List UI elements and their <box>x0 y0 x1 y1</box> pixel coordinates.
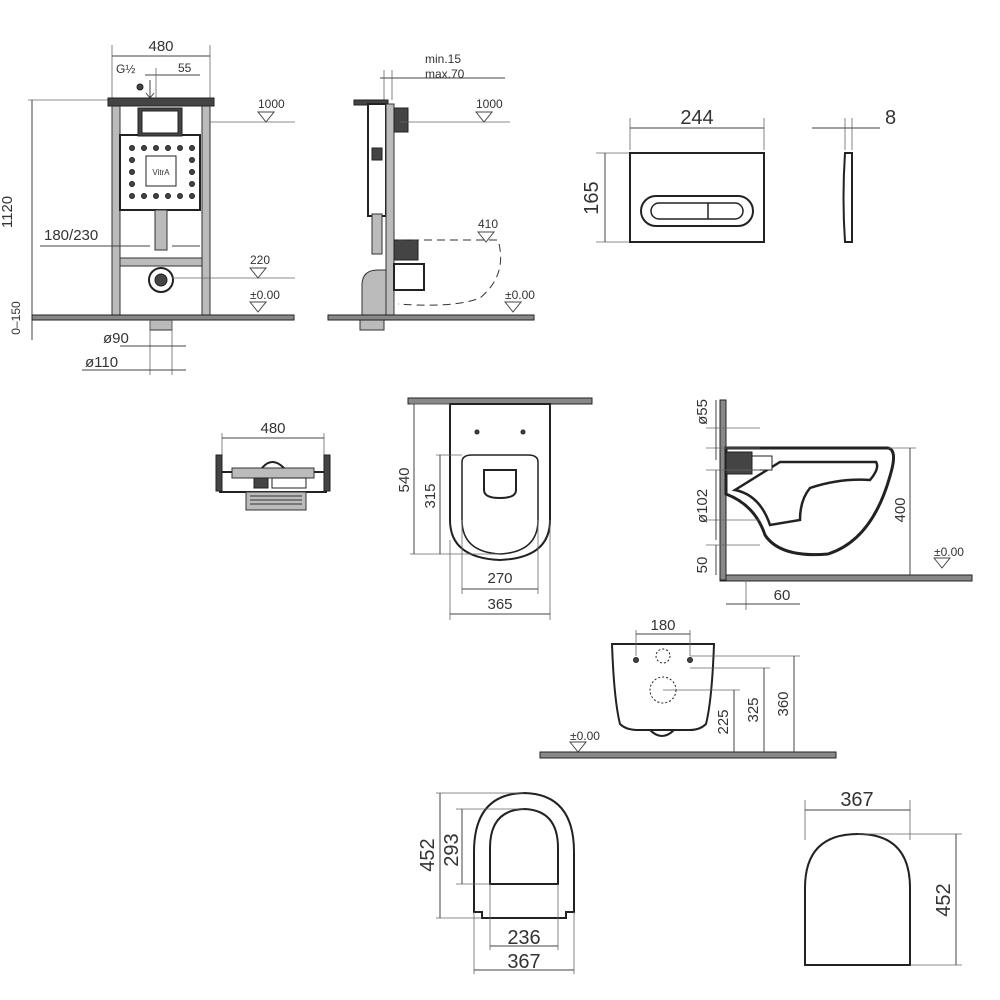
depth-min-label: min.15 <box>425 52 461 66</box>
bowl-length-label: 540 <box>396 467 413 492</box>
bowl-rear-outline <box>610 643 716 731</box>
pipe-inner-label: ø90 <box>103 330 129 347</box>
pipe-outer-label: ø110 <box>85 354 118 371</box>
seat-ring-view: 452 293 236 367 <box>417 791 575 974</box>
level-mid-label: 220 <box>250 253 270 267</box>
level-marker-icon <box>248 301 268 313</box>
thread-label: G½ <box>116 62 135 76</box>
bolt-spacing-label: 180/230 <box>44 227 98 244</box>
flush-pipe <box>154 209 168 251</box>
depth-max-label: max.70 <box>425 67 465 81</box>
floor-line <box>539 751 837 759</box>
seat-outline <box>461 454 539 555</box>
level-marker-icon <box>476 231 496 243</box>
floor-line <box>31 314 295 321</box>
flush-button-outer <box>640 195 754 227</box>
seat-cover-outline <box>804 832 911 966</box>
rear-height-3-label: 360 <box>775 691 792 716</box>
frame-top-view: 480 <box>215 420 331 511</box>
plate-thickness-label: 8 <box>885 107 896 129</box>
seat-ring-opening <box>489 807 559 885</box>
bowl-offset-label: 60 <box>774 587 791 604</box>
bowl-top-view: 540 315 270 365 <box>396 397 593 620</box>
level-floor-label: ±0.00 <box>250 288 280 302</box>
frame-height-label: 1120 <box>0 196 16 228</box>
frame-width-label: 480 <box>148 38 173 55</box>
brand-logo: VitrA <box>152 168 170 177</box>
seat-width-label: 367 <box>507 951 540 973</box>
bowl-section <box>724 446 895 557</box>
drain-connector <box>393 263 425 291</box>
cover-width-label: 367 <box>840 789 873 811</box>
rear-height-1-label: 225 <box>715 709 732 734</box>
offset-label: 55 <box>178 61 192 75</box>
plate-height-label: 165 <box>581 181 603 214</box>
side-level-top-label: 1000 <box>476 97 503 111</box>
seat-length-label: 315 <box>422 483 439 508</box>
floor-range-label: 0–150 <box>9 301 23 335</box>
side-level-floor-label: ±0.00 <box>505 288 535 302</box>
bowl-level-floor-label: ±0.00 <box>934 545 964 559</box>
seat-length-label: 452 <box>417 838 439 871</box>
level-marker-icon <box>474 111 494 123</box>
flush-inlet-icon <box>655 648 671 664</box>
level-marker-icon <box>932 557 952 569</box>
floor-line <box>327 314 535 321</box>
flush-pipe-side <box>371 213 383 255</box>
pipe-diameter-label: ø102 <box>694 489 711 523</box>
bowl-width-label: 365 <box>487 596 512 613</box>
level-marker-icon <box>248 267 268 279</box>
top-width-label: 480 <box>260 420 285 437</box>
level-top-label: 1000 <box>258 97 285 111</box>
frame-left-post <box>111 101 121 317</box>
bowl-trap <box>731 460 879 527</box>
bowl-opening <box>483 469 517 500</box>
rear-level-floor-label: ±0.00 <box>570 729 600 743</box>
cross-bar <box>119 257 203 267</box>
bowl-connector <box>393 239 419 261</box>
bowl-height-label: 400 <box>892 497 909 522</box>
plate-width-label: 244 <box>680 107 713 129</box>
level-marker-icon <box>568 741 588 753</box>
flush-plate <box>629 152 765 243</box>
level-marker-icon <box>503 301 523 313</box>
flush-plate-profile <box>842 152 853 243</box>
frame-front-view: 480 G½ 55 1120 0–150 VitrA <box>0 38 295 375</box>
drain-elbow <box>361 269 387 317</box>
flush-plate-view: 244 165 8 <box>581 107 896 243</box>
seat-width-label: 270 <box>487 570 512 587</box>
base-height-label: 50 <box>694 557 711 574</box>
seat-cover-view: 367 452 <box>804 789 962 966</box>
bowl-side-view: ø55 ø102 50 400 60 ±0.00 <box>694 399 973 610</box>
outlet-diameter-label: ø55 <box>694 399 711 425</box>
seat-inner-width-label: 236 <box>507 927 540 949</box>
cover-length-label: 452 <box>933 883 955 916</box>
frame-right-post <box>201 101 211 317</box>
water-inlet-icon <box>136 83 144 91</box>
cistern-grid <box>129 145 195 199</box>
level-marker-icon <box>256 111 276 123</box>
floor-line <box>719 574 973 582</box>
bowl-rear-view: 180 225 325 360 ±0.00 <box>539 617 837 759</box>
frame-top-rail <box>107 97 215 107</box>
rear-bolt-spacing-label: 180 <box>650 617 675 634</box>
frame-side-post <box>385 103 395 317</box>
outlet-pipe <box>725 451 753 475</box>
bowl-level-label: 410 <box>478 217 498 231</box>
rear-height-2-label: 325 <box>745 697 762 722</box>
frame-side-view: min.15 max.70 1000 410 ±0.00 <box>327 52 535 331</box>
flush-valve-side <box>393 107 409 133</box>
seat-inner-length-label: 293 <box>441 833 463 866</box>
cistern-top <box>245 491 307 511</box>
arrow-down-icon <box>145 80 155 99</box>
flush-button-inner <box>650 202 744 220</box>
